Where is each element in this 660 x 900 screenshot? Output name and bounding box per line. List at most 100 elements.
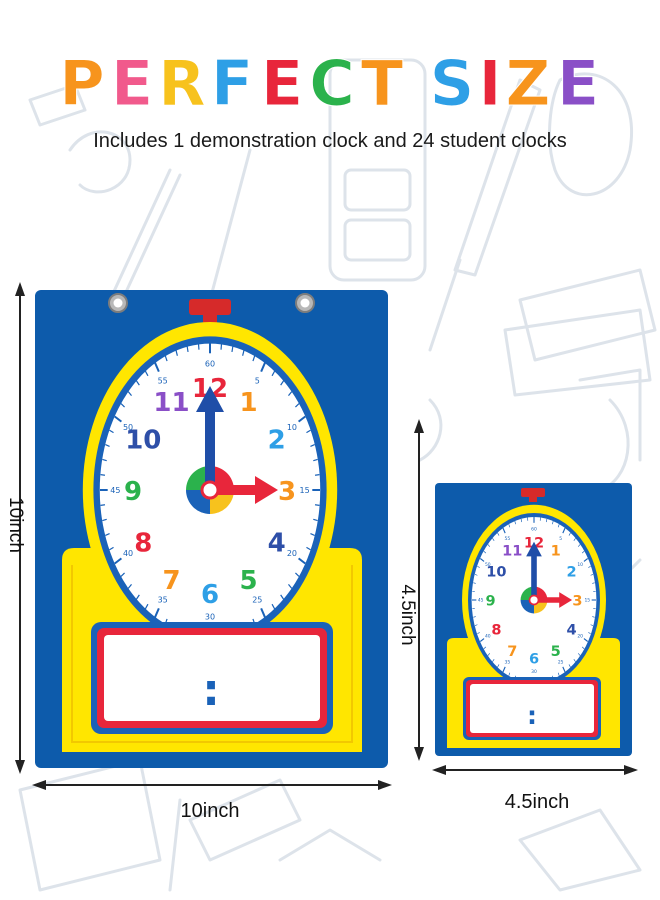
small-clock: 60510152025303540455055121234567891011 : (435, 483, 632, 756)
clock-tick (105, 533, 110, 536)
clock-tick (306, 429, 311, 434)
clock-tick (271, 603, 276, 610)
clock-tick (557, 524, 560, 528)
clock-tick (483, 646, 487, 650)
minute-hand[interactable] (526, 541, 542, 600)
clock-tick (590, 574, 594, 576)
large-clock: 60510152025303540455055121234567891011 : (35, 290, 388, 768)
title-letter: I (478, 47, 501, 120)
clock-tick (135, 380, 140, 386)
clock-tick (252, 355, 256, 362)
small-clock-knob (521, 488, 545, 497)
minute-number: 20 (287, 549, 297, 558)
clock-tick (514, 520, 516, 525)
clock-tick (577, 653, 581, 656)
title-letter: Z (506, 47, 551, 120)
hour-number: 1 (239, 388, 257, 418)
hour-number: 8 (134, 528, 152, 558)
clock-tick (260, 607, 266, 618)
subtitle: Includes 1 demonstration clock and 24 st… (93, 130, 567, 152)
small-height-label: 4.5inch (397, 584, 418, 645)
minute-number: 55 (504, 536, 510, 542)
minute-number: 50 (485, 562, 491, 568)
clock-tick (592, 582, 595, 584)
title-letter: T (361, 47, 403, 120)
clock-tick (479, 638, 485, 642)
hour-number: 3 (572, 593, 582, 610)
clock-tick (487, 544, 491, 547)
clock-tick (242, 350, 245, 356)
hour-number: 7 (507, 643, 517, 660)
minute-number: 30 (531, 669, 537, 675)
clock-tick (154, 607, 160, 618)
clock-tick (557, 672, 560, 676)
clock-tick (127, 584, 132, 589)
clock-face: 60510152025303540455055121234567891011 (100, 343, 320, 637)
minute-number: 55 (158, 377, 168, 386)
clock-tick (313, 518, 318, 522)
clock-tick (314, 474, 320, 476)
title-letter: P (59, 47, 104, 120)
large-width-dimension (32, 780, 392, 790)
clock-tick (314, 504, 320, 506)
clock-tick (487, 653, 491, 656)
clock-tick (583, 558, 589, 562)
hour-number: 1 (551, 542, 561, 559)
clock-tick (100, 504, 106, 506)
clock-tick (306, 546, 311, 551)
hour-number: 9 (124, 477, 142, 507)
title-letter: C (309, 47, 355, 120)
clock-tick (568, 664, 571, 668)
time-separator: : (202, 665, 220, 716)
clock-tick (497, 532, 500, 536)
hour-number: 2 (567, 564, 577, 581)
clock-tick (520, 518, 522, 523)
clock-tick (573, 659, 576, 662)
minute-number: 5 (255, 377, 260, 386)
minute-number: 40 (123, 549, 133, 558)
minute-number: 15 (584, 598, 590, 604)
clock-tick (109, 546, 114, 551)
clock-tick (562, 527, 566, 534)
minute-hand[interactable] (196, 386, 224, 490)
clock-tick (144, 370, 149, 377)
small-height-dimension (414, 419, 424, 761)
clock-tick (114, 415, 123, 423)
hour-hand[interactable] (210, 476, 278, 504)
clock-tick (100, 474, 106, 476)
clock-tick (497, 664, 500, 668)
clock-tick (120, 572, 125, 577)
large-height-label: 10inch (5, 497, 26, 553)
clock-tick (260, 362, 266, 373)
clock-tick (477, 632, 480, 635)
clock-tick (114, 557, 123, 565)
hour-number: 9 (486, 593, 496, 610)
clock-tick (473, 582, 476, 584)
hour-number: 7 (162, 566, 180, 596)
clock-tick (588, 632, 591, 635)
clock-tick (231, 346, 234, 353)
title-letter: R (158, 47, 206, 120)
large-width-label: 10inch (181, 800, 240, 822)
clock-tick (588, 565, 591, 568)
clock-tick (492, 659, 495, 662)
clock-tick (105, 444, 110, 447)
hour-hand[interactable] (534, 592, 573, 608)
clock-tick (590, 624, 594, 626)
clock-tick (508, 672, 511, 676)
minute-number: 40 (485, 633, 491, 639)
minute-number: 10 (287, 423, 297, 432)
hour-number: 6 (201, 580, 219, 610)
minute-number: 50 (123, 423, 133, 432)
clock-tick (164, 355, 168, 362)
clock-tick (280, 380, 285, 386)
minute-number: 15 (300, 486, 310, 495)
minute-number: 25 (252, 595, 262, 604)
hour-number: 5 (551, 643, 561, 660)
clock-tick (581, 646, 585, 650)
clock-tick (474, 574, 478, 576)
clock-tick (552, 520, 554, 525)
minute-number: 10 (577, 562, 583, 568)
hour-number: 10 (125, 426, 161, 456)
